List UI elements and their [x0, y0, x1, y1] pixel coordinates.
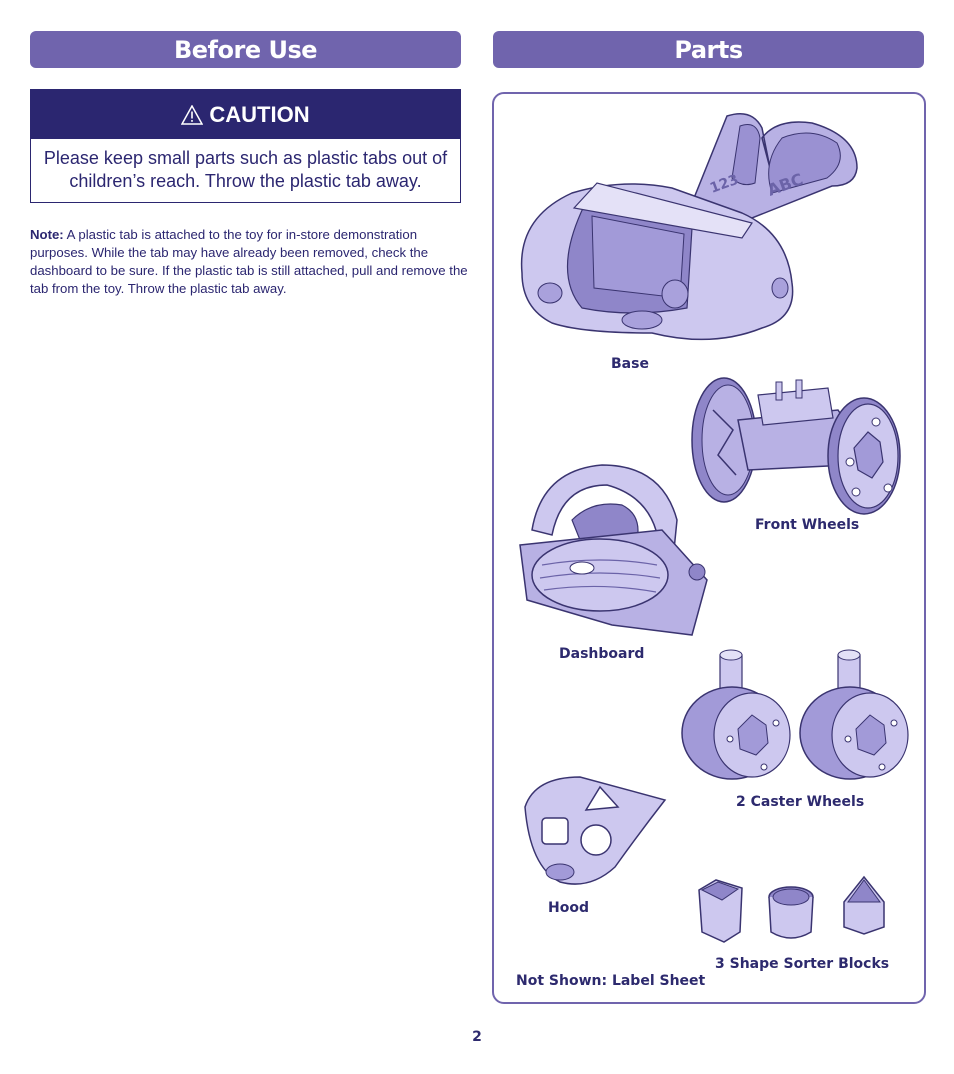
caution-box: CAUTION Please keep small parts such as …	[30, 89, 461, 203]
triangle-block-icon	[843, 875, 885, 935]
warning-triangle-icon	[181, 104, 204, 125]
note-label: Note:	[30, 227, 64, 242]
not-shown-label: Not Shown: Label Sheet	[516, 973, 706, 989]
parts-heading: Parts	[493, 31, 924, 68]
note-paragraph: Note: A plastic tab is attached to the t…	[30, 226, 470, 298]
circle-block-icon	[768, 886, 814, 939]
caution-header: CAUTION	[31, 90, 460, 139]
base-label: Base	[611, 356, 649, 372]
front-wheels-illustration	[691, 377, 901, 515]
dashboard-illustration	[519, 464, 708, 636]
hood-label: Hood	[548, 900, 589, 916]
blocks-label: 3 Shape Sorter Blocks	[715, 956, 890, 972]
shape-blocks-illustration	[698, 875, 885, 943]
before-use-heading: Before Use	[30, 31, 461, 68]
base-illustration: ABC 123	[520, 113, 858, 341]
parts-panel	[492, 92, 926, 1004]
square-block-icon	[698, 879, 743, 943]
front-wheels-label: Front Wheels	[755, 517, 860, 533]
dashboard-label: Dashboard	[559, 646, 645, 662]
note-text: A plastic tab is attached to the toy for…	[30, 227, 468, 296]
caster-wheels-label: 2 Caster Wheels	[736, 794, 865, 810]
caution-title: CAUTION	[209, 101, 310, 127]
hood-illustration	[524, 776, 667, 885]
page-number: 2	[472, 1029, 482, 1045]
caution-text: Please keep small parts such as plastic …	[43, 148, 448, 191]
caster-wheels-illustration	[681, 649, 909, 780]
